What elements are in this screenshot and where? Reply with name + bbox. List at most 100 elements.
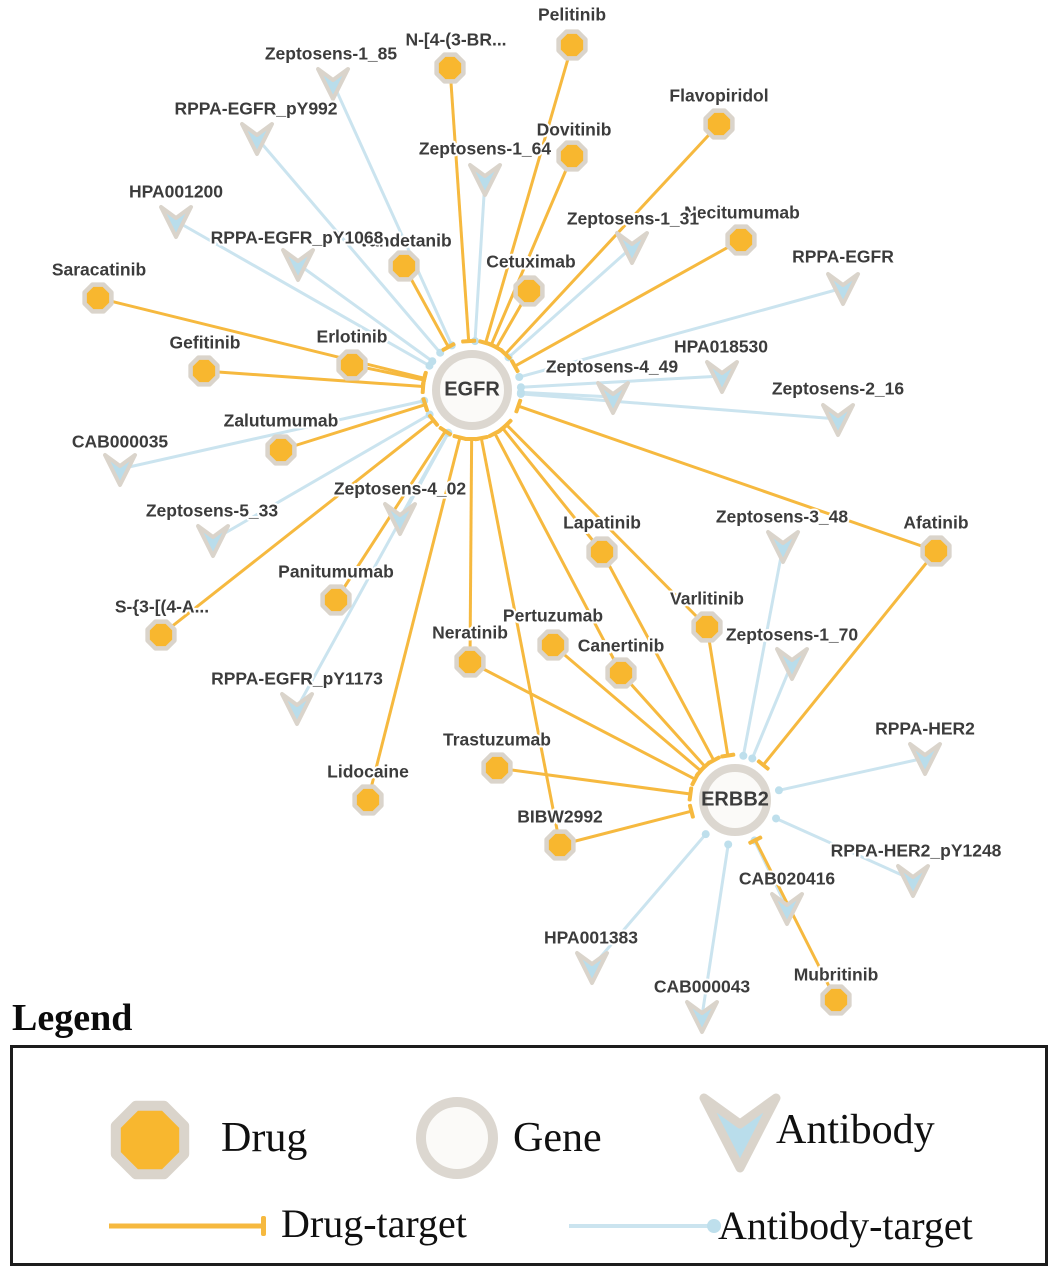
antibody-node-CAB000035[interactable]: [103, 453, 137, 487]
edge-drug-Gefitinib-EGFR: [203, 369, 426, 395]
antibody-node-Zeptosens-4_02[interactable]: [383, 502, 417, 536]
drug-node-Flavopiridol[interactable]: [703, 108, 735, 140]
drug-node-S-{3-[(4-A...[interactable]: [145, 619, 177, 651]
node-label-Zeptosens-4_49: Zeptosens-4_49: [546, 357, 679, 377]
antibody-node-RPPA-EGFR_pY1068[interactable]: [281, 248, 315, 282]
antibody-node-Zeptosens-1_70[interactable]: [775, 647, 809, 681]
node-label-Dovitinib: Dovitinib: [537, 120, 612, 140]
edge-drug-Trastuzumab-ERBB2: [496, 766, 694, 802]
node-label-Panitumumab: Panitumumab: [278, 562, 394, 582]
node-label-Cetuximab: Cetuximab: [486, 252, 575, 272]
drug-node-Trastuzumab[interactable]: [481, 752, 513, 784]
gene-node-ERBB2[interactable]: [699, 764, 771, 836]
edge-drug-N-[4-(3-BR...-EGFR: [448, 67, 477, 344]
node-label-RPPA-EGFR_pY1173: RPPA-EGFR_pY1173: [211, 669, 383, 689]
edge-drug-Lidocaine-EGFR: [366, 434, 468, 801]
node-label-Neratinib: Neratinib: [432, 623, 508, 643]
drug-node-Canertinib[interactable]: [605, 657, 637, 689]
drug-node-Varlitinib[interactable]: [691, 611, 723, 643]
node-label-Afatinib: Afatinib: [903, 513, 968, 533]
node-label-Zeptosens-2_16: Zeptosens-2_16: [772, 379, 905, 399]
node-label-Zeptosens-5_33: Zeptosens-5_33: [146, 501, 279, 521]
node-label-Pertuzumab: Pertuzumab: [503, 606, 603, 626]
node-label-Zeptosens-1_85: Zeptosens-1_85: [265, 44, 398, 64]
node-label-Vandetanib: Vandetanib: [358, 231, 451, 251]
edge-antibody-Zeptosens-1_31-EGFR: [504, 245, 633, 362]
drug-node-Lapatinib[interactable]: [586, 536, 618, 568]
legend-box: Drug Gene Antibody Drug-target Antibody-…: [10, 1045, 1048, 1266]
drug-node-Mubritinib[interactable]: [820, 984, 852, 1016]
edge-drug-Zalutumumab-EGFR: [280, 397, 430, 452]
edge-antibody-RPPA-HER2_pY1248-ERBB2: [772, 814, 914, 882]
drug-node-Necitumumab[interactable]: [725, 224, 757, 256]
node-label-RPPA-HER2: RPPA-HER2: [875, 719, 975, 739]
drug-node-Gefitinib[interactable]: [188, 355, 220, 387]
edge-drug-Neratinib-EGFR: [464, 436, 480, 663]
drug-node-N-[4-(3-BR...[interactable]: [434, 52, 466, 84]
node-label-Zeptosens-1_64: Zeptosens-1_64: [419, 139, 552, 159]
edge-antibody-Zeptosens-1_64-EGFR: [471, 178, 487, 346]
antibody-node-Zeptosens-4_49[interactable]: [596, 381, 630, 415]
edge-antibody-HPA001383-ERBB2: [590, 830, 710, 968]
node-label-Erlotinib: Erlotinib: [317, 327, 388, 347]
antibody-node-HPA018530[interactable]: [705, 360, 739, 394]
edge-drug-Flavopiridol-EGFR: [499, 122, 721, 361]
antibody-node-HPA001200[interactable]: [159, 205, 193, 239]
edge-antibody-Zeptosens-5_33-EGFR: [212, 410, 434, 542]
antibody-node-CAB000043[interactable]: [685, 1000, 719, 1034]
edge-antibody-Zeptosens-1_85-EGFR: [331, 82, 456, 350]
edge-drug-BIBW2992-ERBB2: [559, 803, 695, 847]
antibody-node-RPPA-EGFR_pY992[interactable]: [240, 122, 274, 156]
drug-node-BIBW2992[interactable]: [544, 829, 576, 861]
drug-node-Dovitinib[interactable]: [556, 140, 588, 172]
antibody-node-Zeptosens-2_16[interactable]: [821, 403, 855, 437]
edge-drug-BIBW2992-EGFR: [473, 434, 562, 846]
edge-drug-Pelitinib-EGFR: [478, 44, 574, 347]
edge-drug-Afatinib-EGFR: [514, 398, 937, 553]
node-label-CAB000035: CAB000035: [72, 432, 169, 452]
antibody-node-HPA001383[interactable]: [575, 951, 609, 985]
node-label-N-[4-(3-BR...: N-[4-(3-BR...: [405, 30, 506, 50]
node-label-Lidocaine: Lidocaine: [327, 762, 409, 782]
drug-node-Panitumumab[interactable]: [320, 584, 352, 616]
edge-drug-Canertinib-EGFR: [487, 428, 623, 674]
drug-node-Pertuzumab[interactable]: [537, 629, 569, 661]
antibody-node-CAB020416[interactable]: [770, 892, 804, 926]
edge-layer: [97, 44, 938, 1017]
drug-node-Vandetanib[interactable]: [388, 250, 420, 282]
antibody-node-RPPA-EGFR[interactable]: [826, 272, 860, 306]
antibody-node-Zeptosens-1_64[interactable]: [468, 163, 502, 197]
edge-drug-Neratinib-ERBB2: [469, 660, 700, 787]
antibody-node-Zeptosens-1_85[interactable]: [316, 67, 350, 101]
antibody-node-RPPA-EGFR_pY1173[interactable]: [280, 692, 314, 726]
node-label-BIBW2992: BIBW2992: [517, 807, 603, 827]
drug-node-Neratinib[interactable]: [454, 646, 486, 678]
drug-node-Erlotinib[interactable]: [336, 349, 368, 381]
node-label-Zeptosens-1_70: Zeptosens-1_70: [726, 625, 859, 645]
drug-node-Afatinib[interactable]: [920, 535, 952, 567]
legend-antibody-target-label: Antibody-target: [718, 1203, 973, 1248]
antibody-node-RPPA-HER2[interactable]: [908, 742, 942, 776]
antibody-node-Zeptosens-1_31[interactable]: [615, 231, 649, 265]
drug-node-Cetuximab[interactable]: [513, 275, 545, 307]
node-label-S-{3-[(4-A...: S-{3-[(4-A...: [115, 597, 209, 617]
node-label-Trastuzumab: Trastuzumab: [443, 730, 551, 750]
antibody-node-Zeptosens-5_33[interactable]: [196, 524, 230, 558]
drug-node-Saracatinib[interactable]: [82, 282, 114, 314]
legend-drug-target-icon: [109, 1216, 266, 1236]
drug-node-Zalutumumab[interactable]: [265, 434, 297, 466]
drug-node-Pelitinib[interactable]: [556, 29, 588, 61]
edge-drug-Lapatinib-EGFR: [496, 422, 604, 553]
node-label-CAB020416: CAB020416: [739, 869, 836, 889]
edge-antibody-HPA018530-EGFR: [516, 374, 723, 392]
gene-node-EGFR[interactable]: [432, 350, 512, 430]
edge-drug-Saracatinib-EGFR: [97, 296, 428, 386]
edge-antibody-Zeptosens-2_16-EGFR: [516, 389, 839, 421]
antibody-node-RPPA-HER2_pY1248[interactable]: [896, 864, 930, 898]
antibody-node-Zeptosens-3_48[interactable]: [766, 530, 800, 564]
legend-title: Legend: [12, 997, 133, 1039]
drug-node-Lidocaine[interactable]: [352, 784, 384, 816]
edge-drug-Lapatinib-ERBB2: [600, 551, 721, 766]
gene-label-ERBB2: ERBB2: [701, 788, 769, 810]
